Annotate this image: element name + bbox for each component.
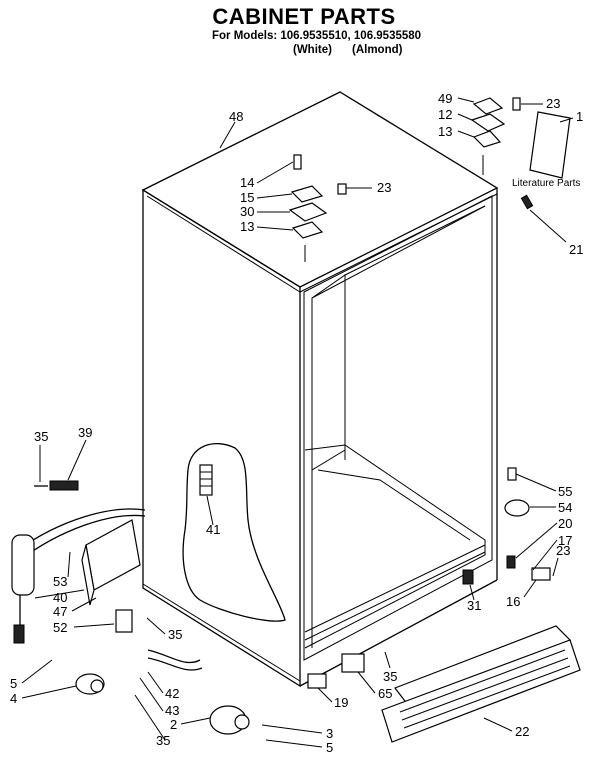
callout-21: 21 <box>569 242 583 257</box>
literature-parts-label: Literature Parts <box>512 178 580 189</box>
part-49-hinge-cover <box>472 97 504 115</box>
part-12-hinge <box>470 113 506 132</box>
callout-39: 39 <box>78 425 92 440</box>
callout-23-right: 23 <box>556 543 570 558</box>
callout-48: 48 <box>229 109 243 124</box>
callout-35-right: 35 <box>383 669 397 684</box>
part-23-screw <box>337 183 347 195</box>
callout-53: 53 <box>53 574 67 589</box>
part-42-tube <box>147 649 201 664</box>
callout-16: 16 <box>506 594 520 609</box>
callout-40: 40 <box>53 590 67 605</box>
callout-13: 13 <box>438 124 452 139</box>
leader-lines <box>21 97 574 748</box>
page-title: CABINET PARTS <box>212 4 396 29</box>
top-hinge-center <box>288 154 347 262</box>
callout-13-center: 13 <box>240 219 254 234</box>
diagram-header: CABINET PARTS For Models: 106.9535510, 1… <box>0 0 608 70</box>
callout-3: 3 <box>326 726 333 741</box>
callout-35-top: 35 <box>34 429 48 444</box>
callout-2: 2 <box>170 717 177 732</box>
callout-labels: 48 49 23 1 12 13 Literature Parts 14 15 … <box>10 91 583 755</box>
cutaway-outline <box>182 443 286 622</box>
callout-20: 20 <box>558 516 572 531</box>
callout-52: 52 <box>53 620 67 635</box>
cabinet-body <box>141 91 499 688</box>
part-41-spring-shape <box>199 464 213 496</box>
color-white-label: (White) <box>293 44 332 56</box>
cabinet-left-face <box>142 188 301 688</box>
part-1-literature <box>529 111 571 179</box>
part-52-clamp <box>115 609 133 633</box>
part-39-bracket <box>49 480 79 491</box>
part-40-plug <box>13 624 25 644</box>
callout-1: 1 <box>576 109 583 124</box>
callout-19: 19 <box>334 695 348 710</box>
callout-35-mid: 35 <box>168 627 182 642</box>
callout-31: 31 <box>467 598 481 613</box>
left-parts <box>11 480 250 735</box>
part-21-clip <box>520 194 534 210</box>
callout-5-left: 5 <box>10 676 17 691</box>
part-55-screw <box>507 467 517 481</box>
callout-17: 17 <box>558 533 572 548</box>
callout-5-bottom: 5 <box>326 740 333 755</box>
color-almond-label: (Almond) <box>352 44 403 56</box>
part-47-control-box <box>85 519 141 591</box>
part-13-shim <box>291 221 324 239</box>
callout-49: 49 <box>438 91 452 106</box>
callout-47: 47 <box>53 604 67 619</box>
callout-41: 41 <box>206 522 220 537</box>
part-65-bracket <box>341 653 365 673</box>
top-hinge-right <box>470 97 571 210</box>
model-numbers: For Models: 106.9535510, 106.9535580 <box>212 30 422 42</box>
callout-15: 15 <box>240 190 254 205</box>
part-15-hinge-cover <box>290 185 324 203</box>
part-40-coil <box>11 534 35 596</box>
part-16-hinge-pin <box>531 567 551 581</box>
callout-4: 4 <box>10 691 17 706</box>
callout-65: 65 <box>378 686 392 701</box>
callout-23: 23 <box>546 96 560 111</box>
part-23-screw-right <box>512 97 521 111</box>
callout-35-bottom: 35 <box>156 733 170 748</box>
callout-30: 30 <box>240 204 254 219</box>
callout-22: 22 <box>515 724 529 739</box>
part-19-clip <box>307 673 327 689</box>
part-31-cover <box>462 569 474 585</box>
side-cutaway <box>182 443 286 622</box>
callout-12: 12 <box>438 107 452 122</box>
callout-14: 14 <box>240 175 254 190</box>
part-54-cam <box>504 499 530 517</box>
part-13-shim-right <box>472 130 502 148</box>
callout-23-center: 23 <box>377 180 391 195</box>
callout-42: 42 <box>165 686 179 701</box>
part-30-hinge <box>288 202 328 222</box>
callout-54: 54 <box>558 500 572 515</box>
callout-55: 55 <box>558 484 572 499</box>
right-parts <box>307 467 581 743</box>
part-14-screw <box>293 154 302 170</box>
part-20-bracket <box>506 555 516 569</box>
callout-43: 43 <box>165 703 179 718</box>
